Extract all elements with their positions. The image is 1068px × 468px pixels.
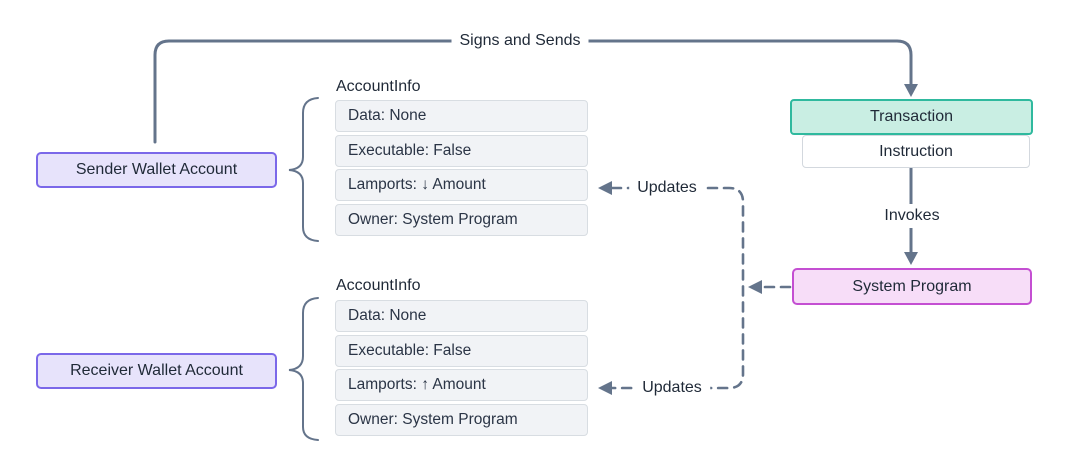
receiver-row-executable: Executable: False <box>335 334 588 367</box>
instruction-node: Instruction <box>802 135 1030 168</box>
sender-row-lamports: Lamports: ↓ Amount <box>335 169 588 201</box>
transaction-node: Transaction <box>790 99 1033 135</box>
arrowhead-left-icon <box>598 181 612 195</box>
sender-brace-icon <box>288 97 319 242</box>
sender-accountinfo-table: Data: None Executable: False Lamports: ↓… <box>335 100 588 236</box>
edge-label-invokes: Invokes <box>876 204 948 228</box>
edge-label-signs-and-sends: Signs and Sends <box>451 29 589 53</box>
edge-label-updates-upper: Updates <box>629 176 705 200</box>
edge-label-updates-lower: Updates <box>634 376 710 400</box>
receiver-row-owner: Owner: System Program <box>335 403 588 436</box>
receiver-accountinfo-title: AccountInfo <box>336 277 421 294</box>
arrowhead-down-icon <box>904 252 918 265</box>
receiver-wallet-node: Receiver Wallet Account <box>36 353 277 389</box>
arrowhead-down-icon <box>904 84 918 97</box>
receiver-row-lamports: Lamports: ↑ Amount <box>335 369 588 401</box>
sender-row-data: Data: None <box>335 100 588 132</box>
sender-row-owner: Owner: System Program <box>335 203 588 236</box>
receiver-brace-icon <box>288 297 319 441</box>
receiver-row-data: Data: None <box>335 300 588 332</box>
sender-accountinfo-title: AccountInfo <box>336 78 421 95</box>
updates-connector <box>610 186 745 390</box>
system-program-node: System Program <box>792 268 1032 305</box>
sender-row-executable: Executable: False <box>335 134 588 167</box>
arrowhead-left-icon <box>598 381 612 395</box>
sender-wallet-node: Sender Wallet Account <box>36 152 277 188</box>
receiver-accountinfo-table: Data: None Executable: False Lamports: ↑… <box>335 300 588 436</box>
arrowhead-left-icon <box>748 280 762 294</box>
